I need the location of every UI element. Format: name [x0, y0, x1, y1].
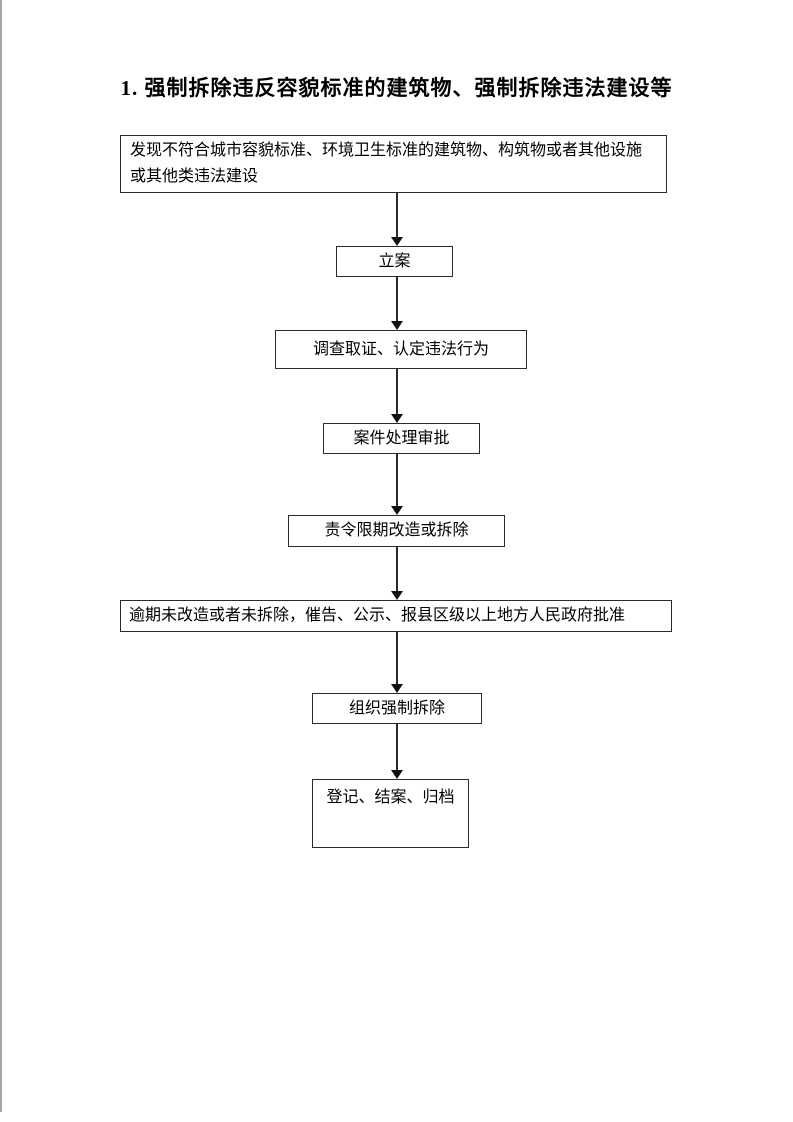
- arrowhead-down-icon: [391, 237, 403, 246]
- arrow-down-connector: [391, 454, 403, 515]
- arrow-down-connector: [391, 632, 403, 693]
- flow-node-label: 责令限期改造或拆除: [324, 522, 469, 539]
- arrowhead-down-icon: [391, 414, 403, 423]
- flow-node-filing: 立案: [336, 246, 453, 277]
- page-title: 1. 强制拆除违反容貌标准的建筑物、强制拆除违法建设等: [120, 76, 673, 100]
- flow-node-label: 案件处理审批: [353, 429, 450, 447]
- arrowhead-down-icon: [391, 591, 403, 600]
- flow-node-label: 立案: [378, 252, 411, 270]
- flow-node-label: 发现不符合城市容貌标准、环境卫生标准的建筑物、构筑物或者其他设施或其他类违法建设: [130, 142, 643, 185]
- connector-line: [396, 454, 398, 506]
- arrowhead-down-icon: [391, 684, 403, 693]
- flow-node-label: 登记、结案、归档: [326, 789, 455, 806]
- connector-line: [396, 632, 398, 684]
- flow-node-overdue: 逾期未改造或者未拆除，催告、公示、报县区级以上地方人民政府批准: [120, 600, 672, 632]
- arrow-down-connector: [391, 547, 403, 600]
- arrow-down-connector: [391, 193, 403, 246]
- connector-line: [396, 277, 398, 321]
- flow-node-order: 责令限期改造或拆除: [288, 515, 505, 547]
- connector-line: [396, 723, 398, 770]
- arrowhead-down-icon: [391, 506, 403, 515]
- arrowhead-down-icon: [391, 770, 403, 779]
- connector-line: [396, 193, 398, 237]
- arrow-down-connector: [391, 369, 403, 423]
- connector-line: [396, 369, 398, 414]
- flow-node-label: 逾期未改造或者未拆除，催告、公示、报县区级以上地方人民政府批准: [129, 607, 626, 624]
- flow-node-label: 组织强制拆除: [348, 699, 445, 717]
- flow-node-investigate: 调查取证、认定违法行为: [275, 330, 527, 369]
- flow-node-archive: 登记、结案、归档: [312, 779, 469, 848]
- connector-line: [396, 547, 398, 591]
- flow-node-demolition: 组织强制拆除: [312, 693, 482, 724]
- arrowhead-down-icon: [391, 321, 403, 330]
- flow-node-approval: 案件处理审批: [323, 423, 480, 454]
- page-left-edge: [0, 0, 2, 1112]
- flow-node-discovery: 发现不符合城市容貌标准、环境卫生标准的建筑物、构筑物或者其他设施或其他类违法建设: [120, 135, 667, 193]
- flow-node-label: 调查取证、认定违法行为: [312, 340, 489, 358]
- arrow-down-connector: [391, 723, 403, 779]
- arrow-down-connector: [391, 277, 403, 330]
